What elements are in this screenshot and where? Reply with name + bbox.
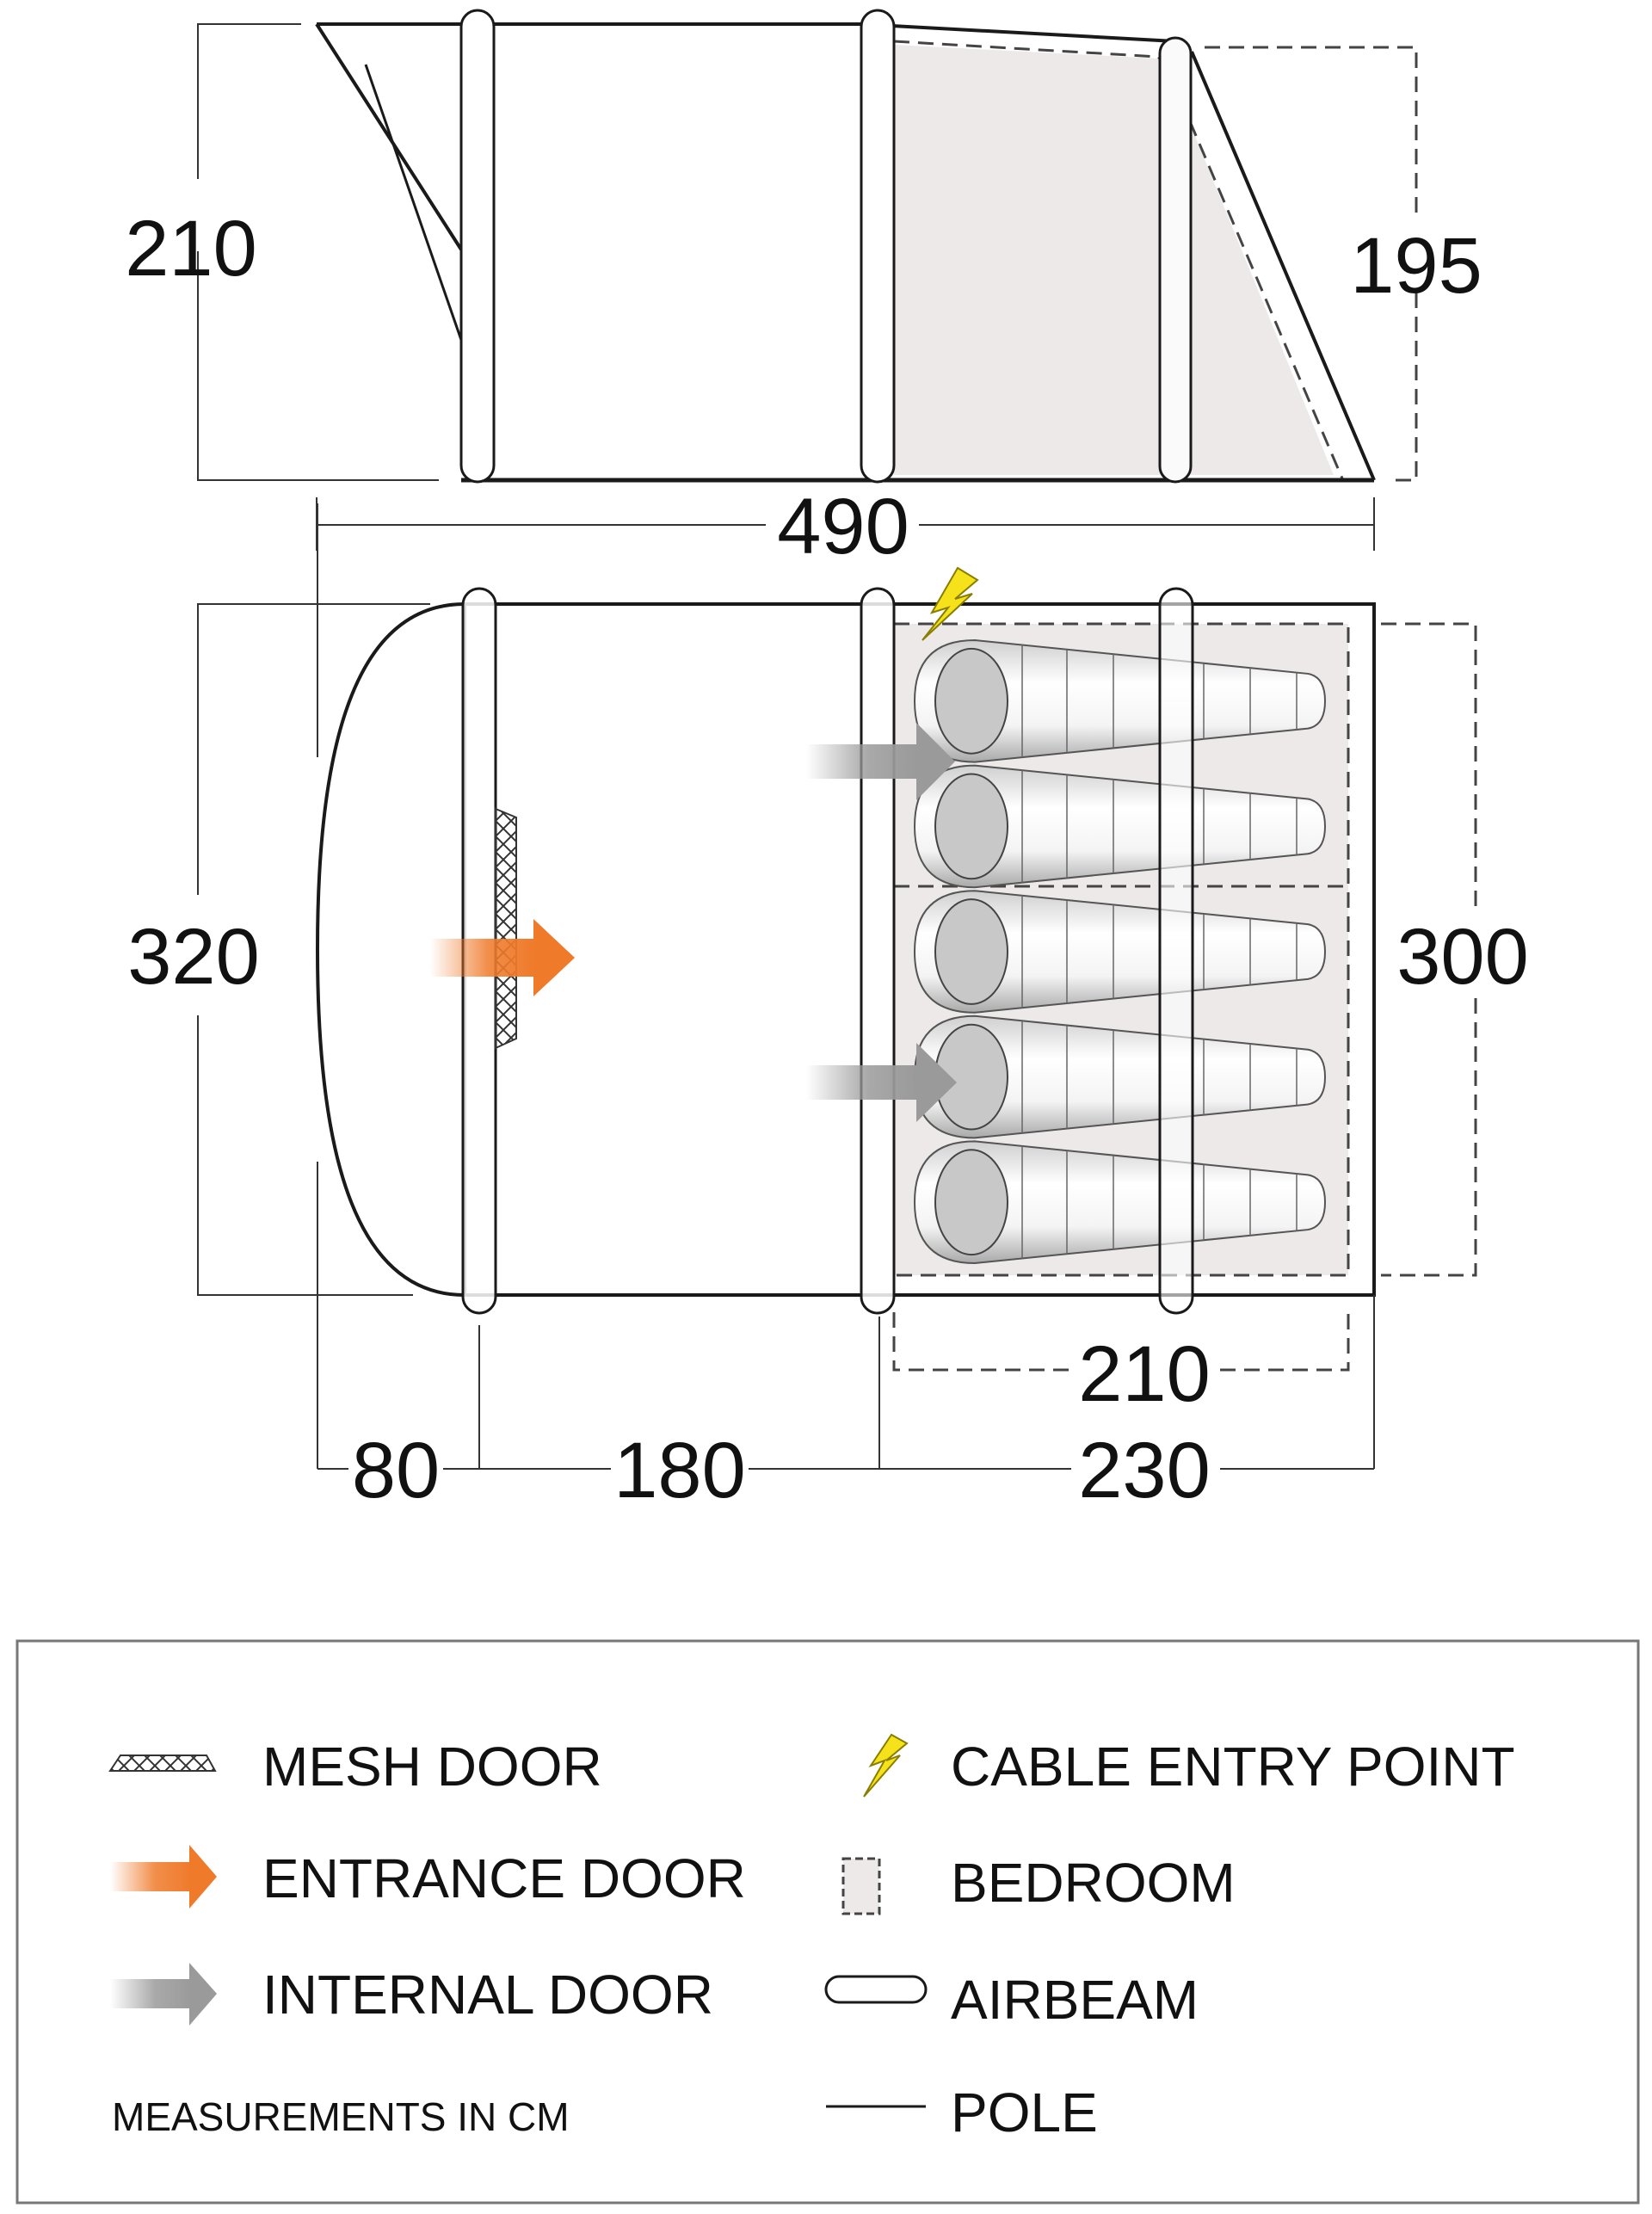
plan-airbeam-2 [860,587,896,1315]
side-airbeam-3 [1158,36,1193,484]
sleeping-bag-hood [934,773,1008,880]
side-airbeam-2 [860,9,896,484]
dim-line-width-total-b [197,1015,413,1296]
sleeping-bags [913,638,1327,1265]
dim-line-bedroom-width-b [1381,998,1477,1277]
internal-door-arrow-2 [806,1043,957,1122]
dim-bedroom-width: 300 [1396,913,1529,1001]
plan-view: 320 300 210 80 180 230 [127,503,1529,1514]
dim-height-rear: 195 [1350,222,1482,310]
legend-box [15,1639,1640,2205]
dim-line-bedroom-width [1381,622,1477,912]
cable-entry-bolt-icon [863,1733,909,1798]
dim-line-height-rear [1205,46,1418,215]
legend-label-bedroom: BEDROOM [951,1852,1236,1914]
entrance-door-arrow [430,919,575,996]
dim-line-height-front-b [197,251,439,481]
sleeping-bag [913,1140,1327,1265]
dim-width-total: 320 [127,913,260,1001]
sleeping-bag [913,890,1327,1014]
dim-line-bedroom-depth-b [1220,1312,1350,1372]
airbeam-icon [824,1975,928,2004]
plan-canopy-arc [315,602,465,1297]
dim-total-length: 490 [777,483,909,570]
dim-height-front: 210 [125,205,257,293]
side-bedroom-area [894,45,1334,475]
entrance-door-arrow-icon [110,1845,217,1909]
legend-label-mesh-door: MESH DOOR [262,1736,602,1798]
dim-line-height-front [197,23,301,179]
legend-label-airbeam: AIRBEAM [951,1969,1199,2031]
dim-segment-bedroom: 230 [1078,1427,1211,1514]
dim-line-bedroom-depth [892,1312,1071,1372]
side-airbeam-1 [459,9,496,484]
internal-door-arrow-icon [110,1963,217,2026]
side-canopy [315,22,463,251]
legend-label-pole: POLE [951,2081,1098,2143]
legend-label-cable-entry: CABLE ENTRY POINT [951,1736,1515,1798]
sleeping-bag [913,638,1327,763]
plan-airbeam-3 [1158,587,1194,1315]
internal-door-arrow-1 [806,723,955,800]
legend-note-units: MEASUREMENTS IN CM [112,2094,570,2139]
sleeping-bag-hood [934,898,1008,1005]
side-roof-line [317,22,1176,43]
cable-entry-bolt [922,566,979,641]
dim-bedroom-depth: 210 [1078,1330,1211,1418]
sleeping-bag [913,764,1327,889]
side-view: 210 195 490 [125,9,1482,570]
dim-segment-canopy: 80 [352,1427,440,1514]
legend-label-internal-door: INTERNAL DOOR [262,1964,713,2026]
legend-label-entrance-door: ENTRANCE DOOR [262,1847,746,1909]
mesh-door-icon [108,1755,217,1772]
bedroom-icon [841,1857,881,1915]
side-rear-slope [1190,51,1376,481]
dim-line-height-rear-b [1390,293,1418,482]
dim-segment-living: 180 [613,1427,746,1514]
sleeping-bag [913,1014,1327,1139]
dim-line-width-total [197,603,430,895]
sleeping-bag-hood [934,647,1008,755]
plan-mesh-door [495,807,517,1050]
sleeping-bag-hood [934,1149,1008,1256]
legend: MESH DOOR ENTRANCE DOOR INTERNAL DOOR ME… [15,1639,1640,2205]
side-canopy-pole [364,64,463,341]
